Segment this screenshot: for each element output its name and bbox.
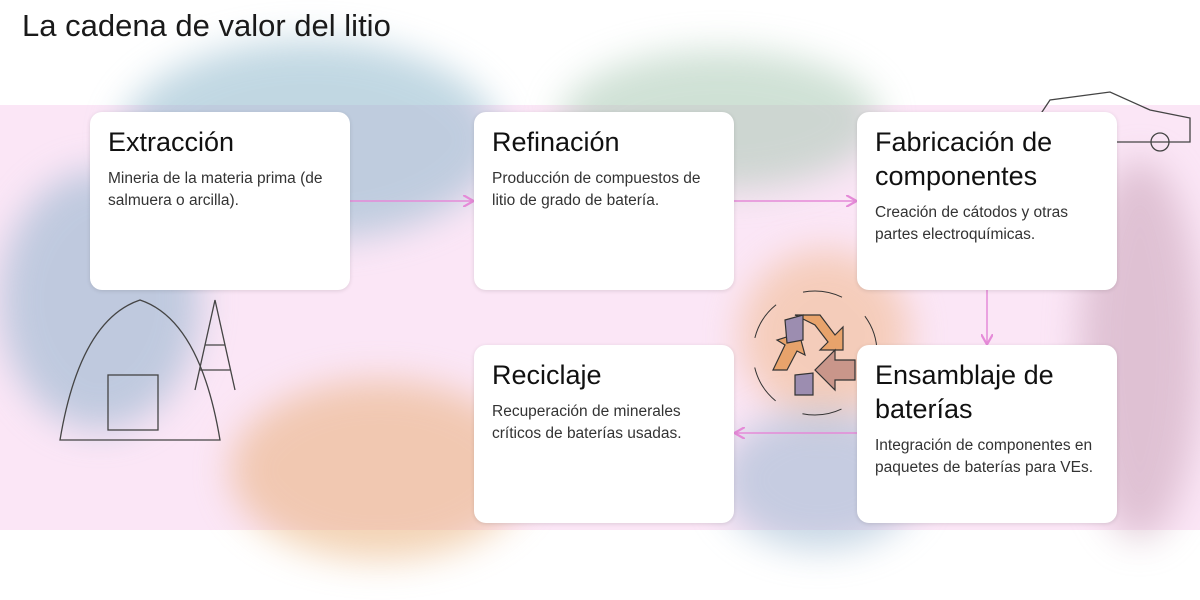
stage-title: Ensamblaje de baterías — [875, 360, 1054, 424]
stage-description: Recuperación de minerales críticos de ba… — [492, 402, 682, 443]
page-title: La cadena de valor del litio — [22, 8, 391, 43]
stage-description: Producción de compuestos de litio de gra… — [492, 169, 701, 210]
stage-card-reciclaje: Reciclaje Recuperación de minerales crít… — [474, 345, 734, 523]
stage-title: Fabricación de componentes — [875, 127, 1053, 191]
stage-card-refinacion: Refinación Producción de compuestos de l… — [474, 112, 734, 290]
stage-description: Integración de componentes en paquetes d… — [875, 436, 1094, 476]
stage-card-fabricacion: Fabricación de componentes Creación de c… — [857, 112, 1117, 290]
recycle-icon — [752, 290, 878, 416]
stage-card-extraccion: Extracción Mineria de la materia prima (… — [90, 112, 350, 290]
stage-card-ensamblaje: Ensamblaje de baterías Integración de co… — [857, 345, 1117, 523]
stage-title: Refinación — [492, 127, 620, 157]
stage-title: Reciclaje — [492, 360, 602, 390]
mine-tower-icon — [59, 299, 236, 441]
stage-description: Creación de cátodos y otras partes elect… — [875, 203, 1068, 243]
stage-description: Mineria de la materia prima (de salmuera… — [108, 169, 323, 210]
stage-title: Extracción — [108, 127, 235, 157]
